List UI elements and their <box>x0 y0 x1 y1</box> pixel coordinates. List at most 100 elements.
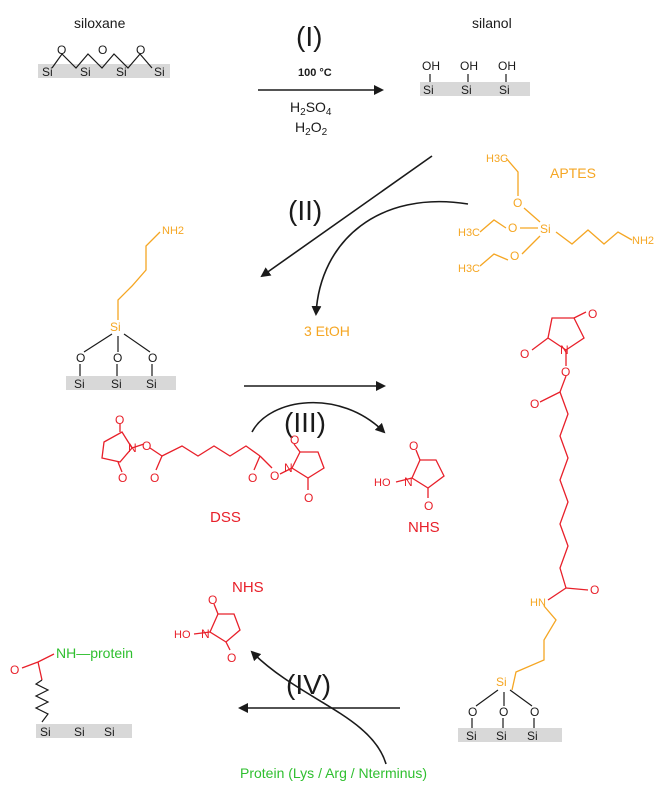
atom-si: Si <box>110 320 121 334</box>
atom-o: O <box>588 307 597 321</box>
group-nh2: NH2 <box>632 235 654 247</box>
atom-si: Si <box>423 83 434 97</box>
atom-si: Si <box>154 65 165 79</box>
group-ch3: H3C <box>458 227 480 239</box>
step-2-arrow <box>260 155 433 278</box>
etoh-release-arrow <box>311 200 469 316</box>
atom-o: O <box>513 196 522 210</box>
atom-o: O <box>76 351 85 365</box>
atom-o: O <box>290 433 299 447</box>
dss-label: DSS <box>210 509 241 526</box>
atom-si: Si <box>461 83 472 97</box>
atom-si: Si <box>80 65 91 79</box>
atom-n: N <box>404 475 413 489</box>
nhs-release-arrow <box>251 401 386 434</box>
protein-arrow <box>250 650 387 765</box>
atom-o: O <box>118 471 127 485</box>
atom-si: Si <box>40 725 51 739</box>
nhs-left-label: NHS <box>232 579 264 596</box>
aptes-label: APTES <box>550 165 596 181</box>
nhs-right-structure <box>395 449 445 498</box>
silanol-structure: OH OH OH Si Si Si <box>420 59 530 97</box>
atom-o: O <box>227 651 236 665</box>
atom-si: Si <box>111 377 122 391</box>
group-ch3: H3C <box>486 153 508 165</box>
h2so4-label: H2SO4 <box>290 99 332 118</box>
atom-o: O <box>208 593 217 607</box>
silanol-label: silanol <box>472 15 512 31</box>
atom-n: N <box>128 441 137 455</box>
step-2-label: (II) <box>288 195 322 226</box>
surface-dss <box>458 728 562 742</box>
atom-oh: OH <box>422 59 440 73</box>
atom-si: Si <box>42 65 53 79</box>
atom-o: O <box>115 413 124 427</box>
surface-protein <box>36 724 132 738</box>
atom-o: O <box>530 705 539 719</box>
protein-surface-structure: O NH—protein Si Si Si <box>10 645 133 739</box>
temperature-label: 100 °C <box>298 67 332 79</box>
atom-o: O <box>150 471 159 485</box>
atom-o: O <box>499 705 508 719</box>
atom-o: O <box>510 249 519 263</box>
atom-si: Si <box>104 725 115 739</box>
group-hn: HN <box>530 597 546 609</box>
step-3-label: (III) <box>284 407 326 438</box>
atom-n: N <box>201 627 210 641</box>
atom-o: O <box>248 471 257 485</box>
step-1-label: (I) <box>296 21 322 52</box>
atom-si: Si <box>466 729 477 743</box>
atom-o: O <box>136 43 145 57</box>
h2o2-label: H2O2 <box>295 119 328 138</box>
dss-surface-structure: O O N O O O HN Si O O O Si Si Si <box>458 307 599 743</box>
atom-oh: OH <box>460 59 478 73</box>
atom-si: Si <box>116 65 127 79</box>
atom-o: O <box>57 43 66 57</box>
atom-oh: OH <box>498 59 516 73</box>
group-ho: HO <box>174 629 191 641</box>
surface-silanol <box>420 82 530 96</box>
atom-o: O <box>304 491 313 505</box>
step-4-label: (IV) <box>286 669 331 700</box>
aptes-structure: APTES H3C O H3C O Si H3C O NH2 <box>458 153 654 275</box>
atom-o: O <box>10 663 19 677</box>
atom-o: O <box>520 347 529 361</box>
atom-o: O <box>468 705 477 719</box>
atom-n: N <box>560 343 569 357</box>
group-ch3: H3C <box>458 263 480 275</box>
aptes-surface-structure: NH2 Si O O O Si Si Si <box>66 225 184 391</box>
atom-n: N <box>284 461 293 475</box>
nhs-right-label: NHS <box>408 519 440 536</box>
atom-o: O <box>561 365 570 379</box>
atom-si: Si <box>540 222 551 236</box>
atom-si: Si <box>527 729 538 743</box>
atom-o: O <box>270 469 279 483</box>
siloxane-structure: Si O Si O Si O Si <box>38 43 170 79</box>
atom-o: O <box>113 351 122 365</box>
atom-o: O <box>142 439 151 453</box>
atom-o: O <box>98 43 107 57</box>
group-nh2: NH2 <box>162 225 184 237</box>
etoh-label: 3 EtOH <box>304 323 350 339</box>
atom-o: O <box>409 439 418 453</box>
atom-o: O <box>590 583 599 597</box>
surface-aptes <box>66 376 176 390</box>
atom-si: Si <box>74 725 85 739</box>
atom-o: O <box>508 221 517 235</box>
atom-o: O <box>148 351 157 365</box>
atom-si: Si <box>496 675 507 689</box>
atom-si: Si <box>74 377 85 391</box>
atom-si: Si <box>499 83 510 97</box>
protein-source-label: Protein (Lys / Arg / Nterminus) <box>240 765 427 781</box>
nh-protein-label: NH—protein <box>56 645 133 661</box>
atom-o: O <box>530 397 539 411</box>
nhs-left-structure <box>193 603 241 651</box>
group-ho: HO <box>374 477 391 489</box>
atom-si: Si <box>496 729 507 743</box>
atom-o: O <box>424 499 433 513</box>
atom-si: Si <box>146 377 157 391</box>
dss-structure <box>101 424 325 490</box>
surface-siloxane <box>38 64 170 78</box>
siloxane-label: siloxane <box>74 15 126 31</box>
